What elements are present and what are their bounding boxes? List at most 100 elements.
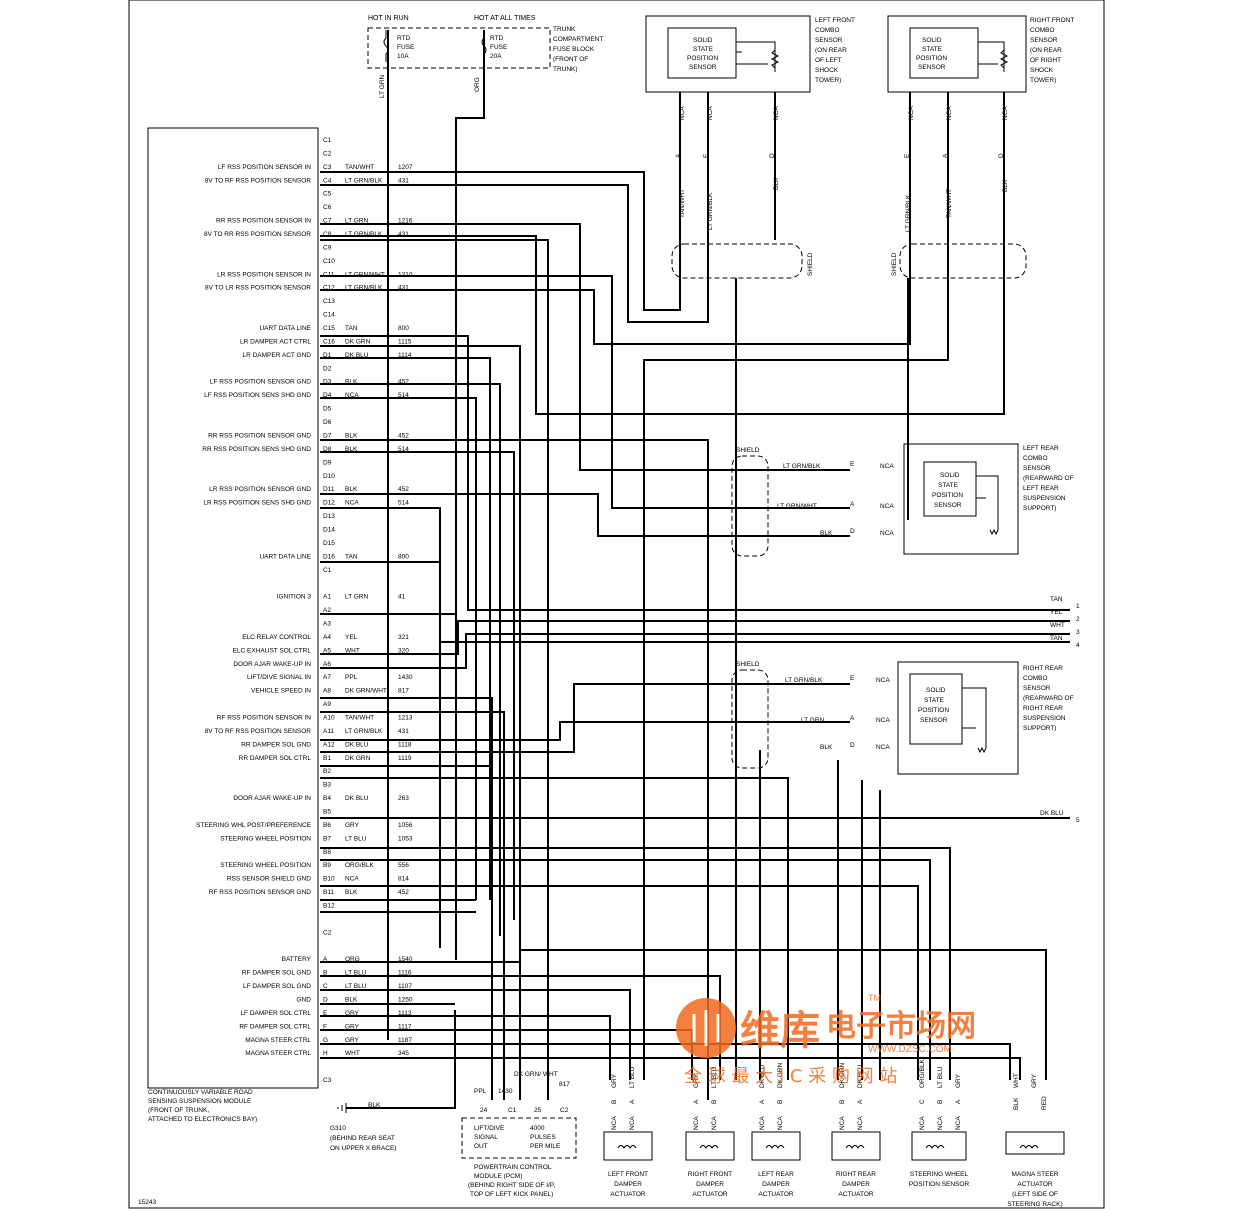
svg-text:BLK: BLK — [1013, 1097, 1020, 1110]
svg-text:A: A — [955, 1099, 962, 1104]
svg-text:8V TO RF RSS POSITION SENSOR: 8V TO RF RSS POSITION SENSOR — [205, 728, 312, 735]
svg-text:DK GRN: DK GRN — [345, 755, 371, 762]
svg-text:BLK: BLK — [345, 889, 358, 896]
svg-text:DAMPER: DAMPER — [696, 1181, 724, 1188]
svg-text:1113: 1113 — [398, 1010, 412, 1017]
svg-text:D: D — [998, 153, 1005, 158]
svg-text:(ON REAR: (ON REAR — [1030, 47, 1062, 54]
svg-text:ATTACHED TO ELECTRONICS BAY): ATTACHED TO ELECTRONICS BAY) — [148, 1116, 257, 1123]
hot-at-all-times-label: HOT AT ALL TIMES — [474, 15, 536, 22]
svg-text:C2: C2 — [323, 929, 332, 936]
svg-text:GRY: GRY — [693, 1073, 700, 1088]
svg-text:A12: A12 — [323, 741, 335, 748]
svg-text:RTD: RTD — [490, 35, 504, 42]
svg-text:DK BLU: DK BLU — [759, 1064, 766, 1088]
svg-text:RTD: RTD — [397, 35, 411, 42]
svg-text:DK GRN/WHT: DK GRN/WHT — [345, 688, 387, 695]
svg-text:NCA: NCA — [876, 717, 890, 724]
svg-text:A: A — [850, 715, 855, 722]
svg-text:SENSOR: SENSOR — [918, 64, 946, 71]
svg-text:GRY: GRY — [345, 1010, 360, 1017]
svg-text:BLK: BLK — [820, 744, 833, 751]
svg-text:LT BLU: LT BLU — [937, 1066, 944, 1088]
right-rear-label: RIGHT REAR COMBO SENSOR (REARWARD OF RIG… — [1023, 665, 1074, 732]
svg-text:SHOCK: SHOCK — [1030, 67, 1054, 74]
svg-text:D6: D6 — [323, 419, 332, 426]
svg-text:BLK: BLK — [345, 446, 358, 453]
svg-text:E: E — [904, 153, 911, 158]
module-pin-row: D5 — [323, 406, 332, 413]
svg-text:1250: 1250 — [398, 997, 413, 1004]
svg-text:D4: D4 — [323, 392, 332, 399]
svg-text:D: D — [850, 528, 855, 535]
svg-text:514: 514 — [398, 392, 409, 399]
svg-text:RED: RED — [1041, 1096, 1048, 1110]
svg-text:POWERTRAIN CONTROL: POWERTRAIN CONTROL — [474, 1164, 552, 1171]
svg-text:1213: 1213 — [398, 714, 413, 721]
svg-text:POSITION: POSITION — [916, 55, 947, 62]
svg-text:BLK: BLK — [345, 997, 358, 1004]
svg-text:PPL: PPL — [345, 674, 358, 681]
module-pin-row: A9 — [323, 701, 331, 708]
svg-text:C2: C2 — [560, 1107, 569, 1114]
svg-text:NCA: NCA — [955, 1116, 962, 1130]
svg-text:LT GRN/BLK: LT GRN/BLK — [785, 677, 823, 684]
svg-text:D16: D16 — [323, 553, 335, 560]
svg-text:B12: B12 — [323, 903, 335, 910]
svg-text:TOWER): TOWER) — [1030, 77, 1056, 84]
svg-text:DK BLU: DK BLU — [345, 795, 369, 802]
svg-text:B: B — [839, 1100, 846, 1104]
svg-text:F: F — [323, 1023, 327, 1030]
svg-text:B1: B1 — [323, 755, 331, 762]
svg-text:(REARWARD OF: (REARWARD OF — [1023, 695, 1074, 702]
svg-text:TRUNK): TRUNK) — [553, 66, 578, 73]
wire-harness — [320, 30, 1070, 1100]
svg-text:GRY: GRY — [345, 1023, 360, 1030]
svg-text:DK GRN: DK GRN — [777, 1062, 784, 1088]
module-pin-row: D9 — [323, 459, 332, 466]
svg-text:(REARWARD OF: (REARWARD OF — [1023, 475, 1074, 482]
svg-text:BLK: BLK — [345, 379, 358, 386]
svg-text:COMBO: COMBO — [1023, 675, 1048, 682]
svg-text:MAGNA STEER: MAGNA STEER — [1012, 1171, 1059, 1178]
module-pin-row: B5 — [323, 809, 331, 816]
svg-text:C11: C11 — [323, 271, 335, 278]
svg-text:BLK: BLK — [820, 530, 833, 537]
svg-text:A: A — [629, 1099, 636, 1104]
svg-text:(FRONT OF TRUNK,: (FRONT OF TRUNK, — [148, 1107, 209, 1114]
svg-text:B3: B3 — [323, 782, 331, 789]
svg-text:B: B — [323, 970, 327, 977]
svg-text:C5: C5 — [323, 191, 332, 198]
hot-in-run-label: HOT IN RUN — [368, 15, 409, 22]
svg-text:8V TO RF RSS POSITION SENSOR: 8V TO RF RSS POSITION SENSOR — [205, 177, 312, 184]
fuse-block-outline — [367, 27, 551, 69]
svg-text:NCA: NCA — [707, 106, 714, 120]
svg-text:D3: D3 — [323, 379, 332, 386]
svg-text:C13: C13 — [323, 298, 335, 305]
svg-text:LR DAMPER ACT CTRL: LR DAMPER ACT CTRL — [240, 338, 311, 345]
svg-text:C9: C9 — [323, 244, 332, 251]
svg-text:FUSE: FUSE — [490, 44, 508, 51]
right-outputs: TAN 1 YEL 2 WHT 3 TAN 4 DK BLU 5 — [1040, 596, 1080, 824]
svg-text:B2: B2 — [323, 768, 331, 775]
svg-text:D9: D9 — [323, 459, 332, 466]
svg-text:D11: D11 — [323, 486, 335, 493]
svg-text:A: A — [857, 1099, 864, 1104]
svg-text:8V TO RR RSS POSITION SENSOR: 8V TO RR RSS POSITION SENSOR — [204, 231, 311, 238]
svg-text:GRY: GRY — [345, 822, 360, 829]
svg-text:STEERING WHEEL POSITION: STEERING WHEEL POSITION — [220, 862, 311, 869]
svg-text:263: 263 — [398, 795, 409, 802]
svg-text:NCA: NCA — [919, 1116, 926, 1130]
